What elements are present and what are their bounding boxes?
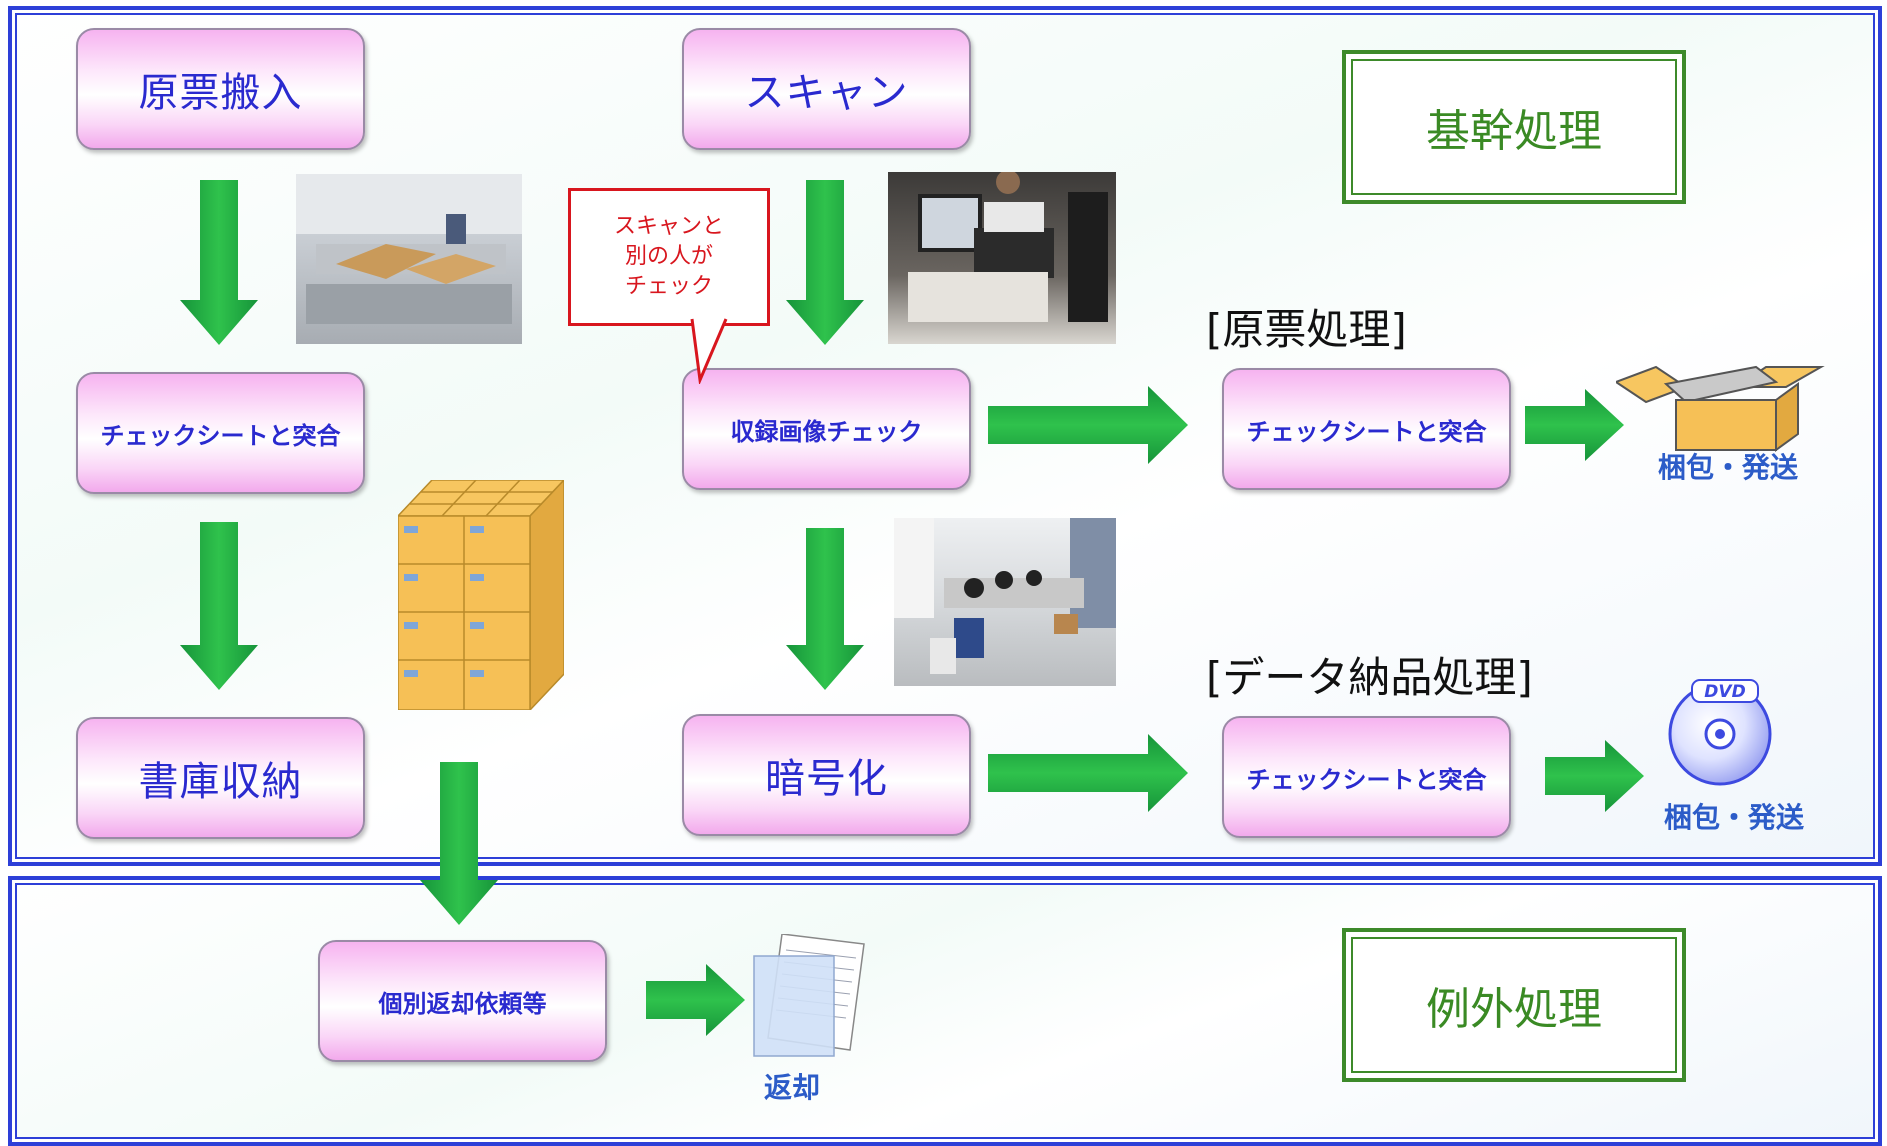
original-section-title: [原票処理] bbox=[1206, 305, 1407, 354]
check-sheet-left-box: チェックシートと突合 bbox=[76, 372, 365, 494]
operators-photo bbox=[894, 518, 1116, 686]
arrow-right-original bbox=[988, 386, 1188, 464]
callout-line-2: 別の人が bbox=[624, 244, 713, 269]
scanner-photo bbox=[888, 172, 1116, 344]
image-check-label: 収録画像チェック bbox=[730, 417, 923, 446]
document-icon bbox=[753, 934, 865, 1057]
exception-process-label: 例外処理 bbox=[1342, 928, 1686, 1082]
arrow-down-storage bbox=[420, 762, 498, 925]
encrypt-box: 暗号化 bbox=[682, 714, 971, 836]
arrow-right-data bbox=[988, 734, 1188, 812]
check-callout: スキャンと 別の人が チェック bbox=[568, 188, 770, 326]
callout-line-1: スキャンと bbox=[613, 214, 724, 239]
arrow-right-data-ship bbox=[1545, 740, 1644, 812]
check-sheet-left-label: チェックシートと突合 bbox=[100, 421, 341, 450]
encrypt-label: 暗号化 bbox=[765, 756, 888, 802]
core-process-label: 基幹処理 bbox=[1342, 50, 1686, 204]
arrow-down-imagecheck bbox=[786, 528, 864, 690]
intake-label: 原票搬入 bbox=[138, 70, 303, 116]
stacked-boxes-icon bbox=[398, 480, 564, 710]
arrow-down-check bbox=[180, 522, 258, 690]
image-check-box: 収録画像チェック bbox=[682, 368, 971, 490]
storage-label: 書庫収納 bbox=[138, 759, 303, 805]
arrow-right-original-ship bbox=[1525, 389, 1624, 461]
dvd-icon: DVD bbox=[1668, 679, 1772, 786]
open-box-icon bbox=[1616, 365, 1825, 452]
arrow-down-intake bbox=[180, 180, 258, 345]
core-process-text: 基幹処理 bbox=[1426, 106, 1602, 157]
callout-pointer bbox=[690, 318, 728, 384]
arrow-right-return bbox=[646, 964, 745, 1036]
return-request-box: 個別返却依頼等 bbox=[318, 940, 607, 1062]
dvd-label: DVD bbox=[1704, 682, 1745, 702]
intake-box: 原票搬入 bbox=[76, 28, 365, 150]
original-ship-caption: 梱包・発送 bbox=[1658, 451, 1799, 484]
storage-box: 書庫収納 bbox=[76, 717, 365, 839]
original-check-box: チェックシートと突合 bbox=[1222, 368, 1511, 490]
data-ship-caption: 梱包・発送 bbox=[1664, 801, 1805, 834]
original-check-label: チェックシートと突合 bbox=[1246, 417, 1487, 446]
scan-box: スキャン bbox=[682, 28, 971, 150]
return-request-label: 個別返却依頼等 bbox=[378, 989, 547, 1018]
data-check-label: チェックシートと突合 bbox=[1246, 765, 1487, 794]
data-section-title: [データ納品処理] bbox=[1206, 653, 1533, 702]
arrow-down-scan bbox=[786, 180, 864, 345]
callout-line-3: チェック bbox=[624, 274, 713, 299]
data-check-box: チェックシートと突合 bbox=[1222, 716, 1511, 838]
intake-room-photo bbox=[296, 174, 522, 344]
exception-process-text: 例外処理 bbox=[1426, 984, 1602, 1035]
scan-label: スキャン bbox=[744, 70, 909, 116]
return-caption: 返却 bbox=[764, 1071, 821, 1104]
